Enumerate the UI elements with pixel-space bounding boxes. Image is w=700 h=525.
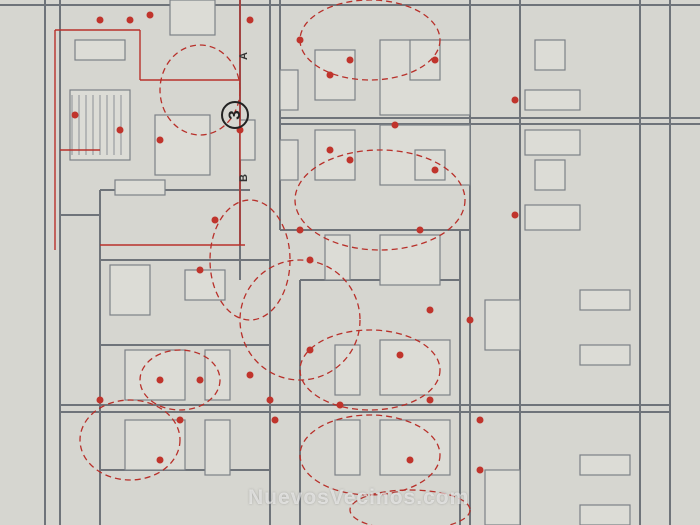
furniture	[379, 339, 451, 396]
circuit-arc	[299, 329, 441, 411]
electrical-fixture	[326, 71, 334, 79]
electrical-fixture	[391, 121, 399, 129]
electrical-fixture	[511, 96, 519, 104]
electrical-fixture	[156, 376, 164, 384]
electrical-fixture	[476, 466, 484, 474]
furniture	[579, 289, 631, 311]
circuit-arc	[349, 489, 471, 525]
electrical-fixture	[176, 416, 184, 424]
electrical-fixture	[156, 456, 164, 464]
furniture	[334, 419, 361, 476]
unit-number-label: 3	[221, 101, 249, 129]
furniture	[334, 344, 361, 396]
furniture	[524, 204, 581, 231]
furniture	[109, 264, 151, 316]
furniture	[524, 129, 581, 156]
electrical-fixture	[326, 146, 334, 154]
furniture-layer	[69, 0, 631, 525]
furniture	[484, 469, 521, 525]
circuit-arc	[139, 349, 221, 411]
furniture	[534, 159, 566, 191]
furniture	[484, 299, 521, 351]
furniture	[534, 39, 566, 71]
electrical-fixture	[196, 266, 204, 274]
electrical-fixture	[71, 111, 79, 119]
electrical-fixture	[246, 371, 254, 379]
electrical-fixture	[426, 306, 434, 314]
electrical-fixture	[511, 211, 519, 219]
electrical-fixture	[116, 126, 124, 134]
circuit-arc	[294, 149, 466, 251]
electrical-fixture	[296, 226, 304, 234]
furniture	[169, 0, 216, 36]
circuit-arc	[159, 44, 241, 136]
electrical-fixture	[431, 166, 439, 174]
electrical-fixture	[466, 316, 474, 324]
furniture	[524, 89, 581, 111]
electrical-fixture	[406, 456, 414, 464]
furniture	[579, 344, 631, 366]
electrical-layer	[54, 0, 519, 525]
electrical-fixture	[246, 16, 254, 24]
electrical-fixture	[346, 56, 354, 64]
electrical-fixture	[126, 16, 134, 24]
electrical-fixture	[426, 396, 434, 404]
electrical-fixture	[396, 351, 404, 359]
furniture	[204, 349, 231, 401]
section-mark-a: A	[237, 52, 250, 60]
electrical-fixture	[296, 36, 304, 44]
electrical-fixture	[431, 56, 439, 64]
circuit-arc	[79, 399, 181, 481]
furniture	[124, 419, 186, 471]
electrical-fixture	[306, 256, 314, 264]
furniture	[579, 504, 631, 525]
electrical-fixture	[96, 16, 104, 24]
electrical-fixture	[476, 416, 484, 424]
furniture	[314, 129, 356, 181]
electrical-fixture	[271, 416, 279, 424]
furniture	[579, 454, 631, 476]
furniture	[184, 269, 226, 301]
furniture	[154, 114, 211, 176]
electrical-fixture	[211, 216, 219, 224]
furniture	[124, 349, 186, 401]
furniture	[379, 234, 441, 286]
circuit-arc	[239, 259, 361, 381]
section-mark-b: B	[237, 174, 250, 182]
electrical-fixture	[196, 376, 204, 384]
furniture	[74, 39, 126, 61]
circuit-arc	[299, 414, 441, 496]
electrical-fixture	[236, 126, 244, 134]
furniture	[279, 139, 299, 181]
circuit-arc	[209, 199, 291, 321]
furniture	[279, 69, 299, 111]
electrical-fixture	[416, 226, 424, 234]
electrical-fixture	[306, 346, 314, 354]
furniture	[204, 419, 231, 476]
furniture	[114, 179, 166, 196]
watermark: NuevosVecinos.com	[248, 486, 470, 509]
furniture	[379, 419, 451, 476]
electrical-fixture	[96, 396, 104, 404]
electrical-fixture	[156, 136, 164, 144]
electrical-fixture	[266, 396, 274, 404]
electrical-fixture	[346, 156, 354, 164]
electrical-fixture	[146, 11, 154, 19]
electrical-fixture	[336, 401, 344, 409]
